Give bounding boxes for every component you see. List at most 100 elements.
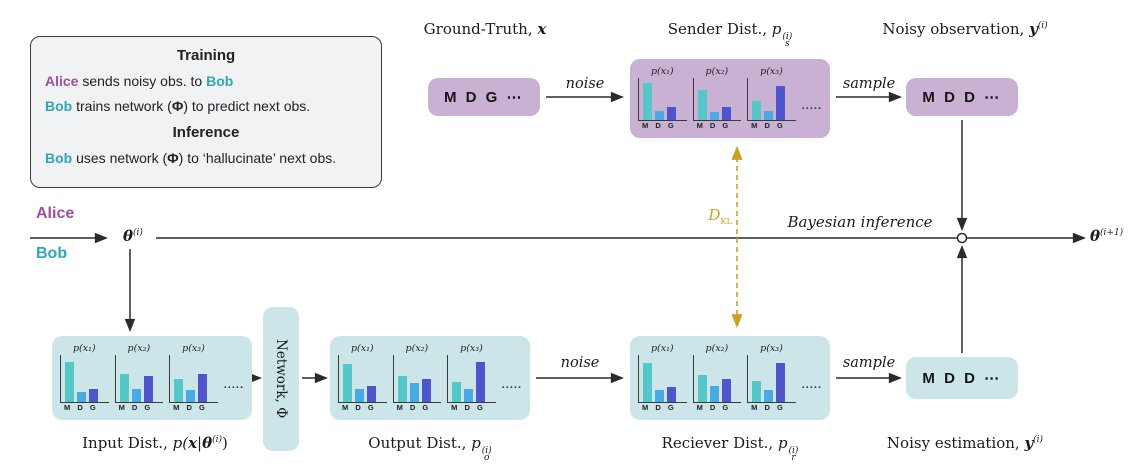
bar [367, 385, 376, 402]
bar [421, 378, 431, 402]
bar [697, 89, 707, 120]
alice-name: Alice [45, 73, 79, 89]
bar [752, 101, 762, 120]
mini-bar-chart: p(x₂)M D G [392, 343, 442, 413]
mini-chart-title: p(x₃) [182, 343, 205, 354]
input-dist-label: Input Dist., p(x|θ(i)) [55, 434, 255, 452]
superscript: (i) [788, 445, 799, 456]
mini-chart-plot [638, 355, 687, 403]
mini-chart-title: p(x₁) [350, 343, 374, 354]
sender-dist-label: Sender Dist., p(i)s [630, 20, 830, 48]
mini-chart-axis: M D G [751, 121, 783, 130]
noise-label-top: noise [565, 76, 605, 92]
bar [643, 363, 652, 402]
theta-i-label: θ(i) [110, 227, 156, 245]
bar [77, 391, 86, 402]
mini-chart-title: p(x₁) [650, 343, 674, 354]
subscript: r [791, 452, 796, 463]
bob-name: Bob [206, 73, 234, 89]
mini-chart-axis: M D G [696, 121, 729, 130]
legend-row-training-2: Bob trains network (Φ) to predict next o… [45, 98, 367, 114]
bar [186, 390, 196, 402]
mini-chart-axis: M D G [396, 403, 429, 412]
noisy-observation-label: Noisy observation, y(i) [875, 20, 1055, 38]
bayesian-inference-label: Bayesian inference [787, 213, 933, 231]
ellipsis: ..... [801, 379, 823, 391]
mini-chart-title: p(x₂) [705, 343, 729, 354]
bar [174, 378, 184, 402]
mini-chart-plot [638, 78, 687, 121]
bar [89, 388, 98, 402]
sample-label-top: sample [842, 76, 896, 92]
math-var-p: p [471, 434, 481, 452]
bar [709, 111, 719, 120]
superscript: (i+1) [1100, 228, 1124, 238]
math-var-x: x [188, 434, 198, 452]
mini-chart-title: p(x₁) [650, 66, 674, 77]
bayesian-junction-node [956, 232, 968, 244]
mini-bar-chart: p(x₂)M D G [692, 66, 742, 131]
bar [776, 363, 786, 402]
math-p-open: p( [172, 434, 189, 452]
bar [464, 388, 474, 402]
bar [667, 107, 676, 120]
bar [721, 107, 731, 120]
subscript: s [785, 38, 790, 49]
subsup: (i)o [481, 445, 492, 463]
mini-chart-title: p(x₂) [127, 343, 151, 354]
bar [198, 373, 208, 402]
mini-chart-axis: M D G [118, 403, 151, 412]
legend-text: sends noisy obs. to [78, 73, 207, 89]
bob-name: Bob [45, 98, 73, 114]
mini-chart-plot [447, 355, 496, 403]
label-text: Sender Dist., [667, 20, 772, 38]
mini-chart-axis: M D G [642, 403, 674, 412]
network-label: Network, Φ [273, 339, 289, 419]
noisy-estimation-box: M D D ⋯ [906, 357, 1018, 399]
ellipsis: ..... [223, 379, 245, 391]
bob-name: Bob [45, 150, 73, 166]
mini-chart-plot [747, 78, 796, 121]
superscript: (i) [481, 445, 492, 456]
legend-text: trains network ( [72, 98, 172, 114]
mini-bar-chart: p(x₃) M D G [747, 66, 796, 131]
ellipsis: ..... [801, 99, 823, 112]
mini-chart-plot [692, 78, 742, 121]
label-text: Output Dist., [368, 434, 472, 452]
legend-training-title: Training [176, 47, 236, 64]
bar [764, 390, 774, 402]
legend-text: uses network ( [72, 150, 168, 166]
mini-chart-plot [60, 355, 109, 403]
subscript: o [484, 452, 490, 463]
legend-text: ) to ‘hallucinate’ next obs. [178, 150, 337, 166]
subscript: KL [720, 216, 732, 226]
math-var-y: y [1024, 434, 1034, 452]
math-close: ) [222, 434, 228, 452]
mini-chart-axis: M D G [696, 403, 729, 412]
mini-chart-axis: M D G [64, 403, 96, 412]
receiver-dist-label: Reciever Dist., p(i)r [630, 434, 830, 462]
mini-chart-plot [392, 355, 442, 403]
mini-chart-title: p(x₃) [760, 66, 783, 77]
bob-label: Bob [36, 245, 68, 262]
mini-chart-axis: M D G [642, 121, 674, 130]
bar [131, 388, 141, 402]
superscript: (i) [782, 31, 793, 42]
mini-bar-chart: p(x₃)M D G [447, 343, 496, 413]
phi-symbol: Φ [171, 98, 184, 114]
network-box: Network, Φ [263, 307, 299, 451]
bar [343, 364, 352, 402]
superscript: (i) [133, 228, 143, 238]
label-text: Reciever Dist., [661, 434, 778, 452]
math-var-x: x [537, 20, 547, 38]
bar [752, 380, 762, 402]
superscript: (i) [212, 435, 223, 445]
bar [643, 83, 652, 120]
mini-chart-plot [338, 355, 387, 403]
legend-text: ) to predict next obs. [183, 98, 311, 114]
legend-box: Training Alice sends noisy obs. to Bob B… [30, 36, 382, 188]
bar [476, 362, 486, 402]
math-var-y: y [1029, 20, 1038, 38]
